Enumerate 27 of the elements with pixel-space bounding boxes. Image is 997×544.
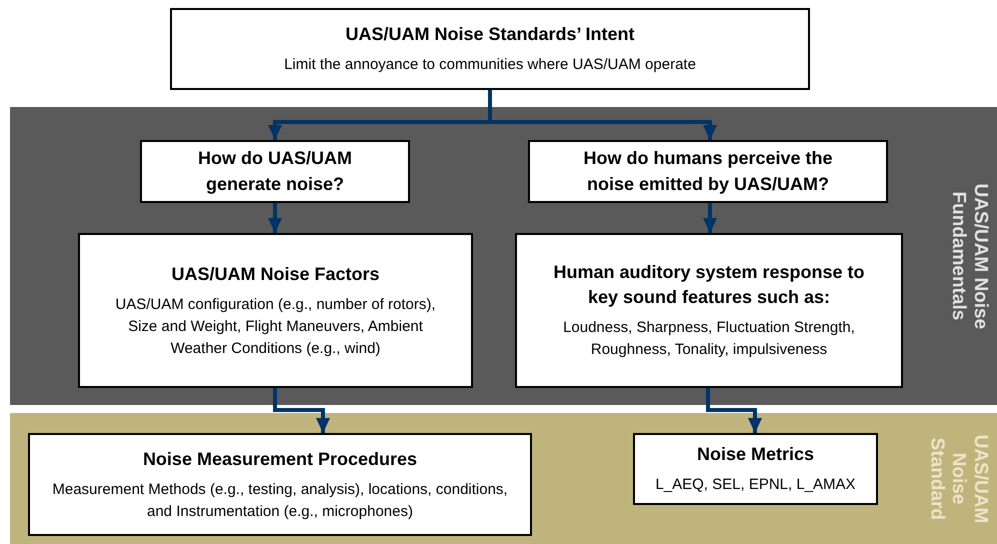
section-band — [10, 413, 997, 544]
question-box — [140, 140, 410, 203]
arrow — [706, 388, 762, 433]
question-text: How do humans perceive the noise emitted by UAS/UAM? — [582, 147, 834, 196]
section-label: UAS/UAM Noise Standard — [925, 434, 991, 523]
arrow — [703, 203, 717, 233]
arrow — [268, 203, 282, 233]
arrow — [273, 388, 330, 433]
box-body: L_AEQ, SEL, EPNL, L_AMAX — [655, 475, 856, 496]
text-box — [633, 433, 878, 505]
box-heading: Noise Measurement Procedures — [142, 448, 418, 471]
box-body: Limit the annoyance to communities where UAS/UAM operate — [284, 55, 696, 76]
box-body: Measurement Methods (e.g., testing, analysis), locations, conditions, and Instrumentation (e.g., microphones) — [51, 480, 509, 522]
box-body: Loudness, Sharpness, Fluctuation Strength, Roughness, Tonality, impulsiveness — [562, 318, 856, 360]
text-box — [28, 433, 532, 536]
box-heading: UAS/UAM Noise Factors — [171, 262, 380, 286]
box-body: UAS/UAM configuration (e.g., number of rotors), Size and Weight, Flight Maneuvers, Ambient Weather Conditions (e.g., wind) — [114, 295, 437, 359]
question-box — [528, 140, 888, 203]
box-heading: UAS/UAM Noise Standards’ Intent — [345, 22, 635, 46]
text-box — [515, 233, 903, 388]
question-text: How do UAS/UAM generate noise? — [197, 147, 353, 196]
section-band — [10, 107, 997, 405]
text-box — [78, 233, 473, 388]
text-box — [170, 8, 810, 90]
box-heading: Noise Metrics — [696, 442, 814, 466]
section-label: UAS/UAM Noise Fundamentals — [947, 182, 991, 330]
box-heading: Human auditory system response to key sound features such as: — [552, 261, 866, 309]
